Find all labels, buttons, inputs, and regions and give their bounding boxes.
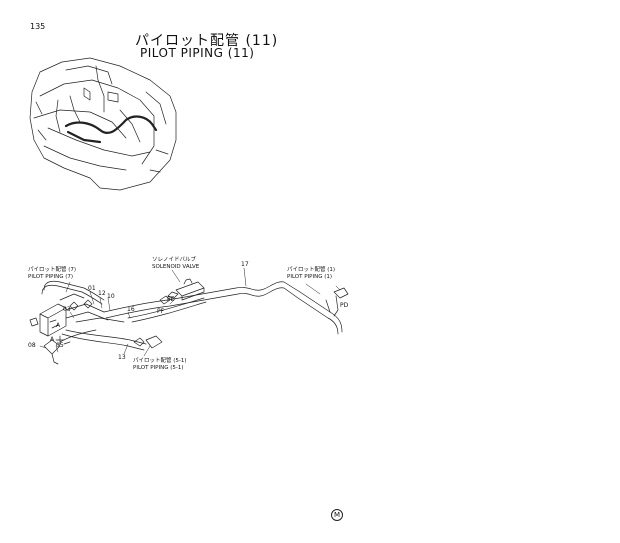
port-label-pe: PE [167, 296, 175, 303]
callout-pilot-piping-5-1-ja: パイロット配管 (5-1) [133, 358, 187, 364]
callout-pilot-piping-5-1: パイロット配管 (5-1) PILOT PIPING (5-1) [133, 358, 187, 372]
corner-circle-mark: M [331, 509, 343, 521]
overview-pilot-piping-highlight [64, 115, 158, 144]
part-number-08: 08 [28, 342, 36, 349]
callout-solenoid-valve: ソレノイドバルブ SOLENOID VALVE [152, 257, 199, 271]
callout-pilot-piping-1-en: PILOT PIPING (1) [287, 274, 333, 280]
part-number-01: 01 [88, 285, 96, 292]
page-number: 135 [30, 22, 46, 31]
part-number-10: 10 [107, 293, 115, 300]
port-label-pf: PF [157, 308, 165, 315]
callout-solenoid-valve-en: SOLENOID VALVE [152, 264, 200, 270]
part-number-16: 16 [127, 306, 135, 313]
callout-pilot-piping-1-ja: パイロット配管 (1) [287, 267, 336, 273]
callout-pilot-piping-1: パイロット配管 (1) PILOT PIPING (1) [287, 267, 335, 281]
callout-pilot-piping-5-1-en: PILOT PIPING (5-1) [133, 365, 184, 371]
pilot-piping-detail [29, 278, 349, 365]
callout-pilot-piping-7-en: PILOT PIPING (7) [28, 274, 74, 280]
callout-pilot-piping-7: パイロット配管 (7) PILOT PIPING (7) [28, 267, 76, 281]
page-title-japanese: パイロット配管 (11) [135, 33, 279, 49]
part-number-13: 13 [118, 354, 126, 361]
section-mark-a-lower: A [50, 336, 55, 343]
part-number-12: 12 [98, 290, 106, 297]
leader-lines [39, 267, 341, 357]
part-number-03: 03 [63, 306, 71, 313]
part-number-05: 05 [56, 342, 64, 349]
page-title-english: PILOT PIPING (11) [140, 46, 255, 60]
port-label-pd: PD [340, 302, 349, 309]
part-number-17: 17 [241, 261, 249, 268]
section-mark-a-upper: A [56, 322, 61, 329]
callout-solenoid-valve-ja: ソレノイドバルブ [152, 257, 197, 263]
machine-overview-illustration [29, 57, 177, 191]
callout-pilot-piping-7-ja: パイロット配管 (7) [28, 267, 77, 273]
